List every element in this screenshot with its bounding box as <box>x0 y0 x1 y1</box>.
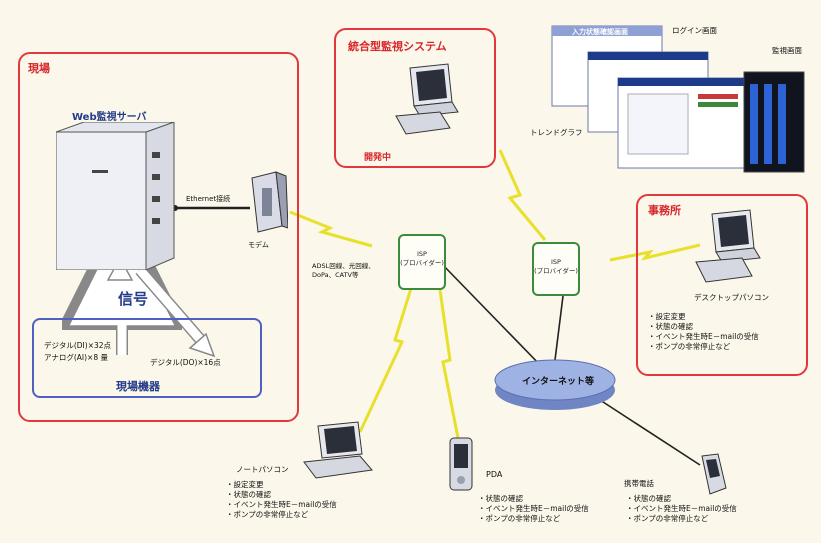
modem-label: モデム <box>248 241 269 249</box>
isp-left-box <box>398 234 446 290</box>
lightning-isp-notebook <box>358 284 414 433</box>
notebook-label: ノートパソコン <box>236 465 289 474</box>
office-feature-list: 設定変更 状態の確認 イベント発生時E－mailの受信 ポンプの非常停止など <box>648 312 759 352</box>
office-device-label: デスクトップパソコン <box>694 293 769 302</box>
notebook-feature: イベント発生時E－mailの受信 <box>226 500 337 510</box>
desktop-computer-icon <box>392 60 472 140</box>
lightning-modem-isp <box>289 210 373 248</box>
digital-in-label: デジタル(DI)×32点 <box>44 341 112 350</box>
internet-cloud <box>494 359 616 410</box>
isp-right-line1: ISP <box>551 258 561 266</box>
office-title: 事務所 <box>648 204 681 217</box>
office-frame <box>636 194 808 376</box>
office-feature: ポンプの非常停止など <box>648 342 759 352</box>
office-feature: 設定変更 <box>648 312 759 322</box>
monitor-screen-label: 監視画面 <box>772 46 802 55</box>
digital-out-label: デジタル(DO)×16点 <box>150 358 221 367</box>
ethernet-label: Ethernet接続 <box>186 195 231 203</box>
office-desktop-icon <box>690 206 774 286</box>
mobile-feature: イベント発生時E－mailの受信 <box>626 504 737 514</box>
internet-label: インターネット等 <box>522 377 595 387</box>
office-feature: イベント発生時E－mailの受信 <box>648 332 759 342</box>
pda-feature: イベント発生時E－mailの受信 <box>478 504 589 514</box>
field-equipment-frame <box>32 318 262 398</box>
pda-feature: 状態の確認 <box>478 494 589 504</box>
screen-title-text: 入力状態確認画面 <box>572 28 628 36</box>
site-frame <box>18 52 299 422</box>
pda-label: PDA <box>486 470 503 479</box>
mobile-feature-list: 状態の確認 イベント発生時E－mailの受信 ポンプの非常停止など <box>626 494 737 524</box>
isp-right-text: ISP (プロバイダー) <box>532 258 580 276</box>
modem-icon <box>246 170 289 234</box>
isp-left-line2: (プロバイダー) <box>400 259 444 267</box>
notebook-feature: ポンプの非常停止など <box>226 510 337 520</box>
field-equipment-label: 現場機器 <box>116 380 160 393</box>
pda-feature: ポンプの非常停止など <box>478 514 589 524</box>
notebook-feature: 設定変更 <box>226 480 337 490</box>
connection-label: ADSL回線、光回線、DoPa、CATV等 <box>312 262 375 279</box>
screenshot-collage <box>548 22 808 182</box>
site-title: 現場 <box>28 62 50 75</box>
mobile-feature: 状態の確認 <box>626 494 737 504</box>
server-cabinet-icon <box>55 121 176 271</box>
mobile-phone-icon <box>692 452 732 498</box>
monitoring-system-title: 統合型監視システム <box>348 40 447 53</box>
trend-graph-label: トレンドグラフ <box>530 128 583 137</box>
office-feature: 状態の確認 <box>648 322 759 332</box>
monitoring-system-status: 開発中 <box>364 153 392 163</box>
link-isp-internet-left <box>439 261 546 371</box>
lightning-monitor-isp <box>498 149 547 241</box>
analog-in-label: アナログ(AI)×8 量 <box>44 353 108 362</box>
monitoring-system-frame <box>334 28 496 168</box>
signal-label: 信号 <box>118 290 149 308</box>
isp-right-box <box>532 242 580 296</box>
pda-icon <box>448 436 474 492</box>
lightning-isp-pda <box>438 289 460 439</box>
mobile-feature: ポンプの非常停止など <box>626 514 737 524</box>
isp-left-text: ISP (プロバイダー) <box>398 250 446 268</box>
mobile-label: 携帯電話 <box>624 479 654 488</box>
login-screen-label: ログイン画面 <box>672 26 717 35</box>
isp-left-line1: ISP <box>417 250 427 258</box>
lightning-isp-office <box>609 243 701 262</box>
notebook-feature: 状態の確認 <box>226 490 337 500</box>
notebook-feature-list: 設定変更 状態の確認 イベント発生時E－mailの受信 ポンプの非常停止など <box>226 480 337 520</box>
pda-feature-list: 状態の確認 イベント発生時E－mailの受信 ポンプの非常停止など <box>478 494 589 524</box>
isp-right-line2: (プロバイダー) <box>534 267 578 275</box>
server-label: Web監視サーバ <box>72 112 147 123</box>
notebook-icon <box>300 420 376 484</box>
link-internet-mobile <box>599 399 701 466</box>
